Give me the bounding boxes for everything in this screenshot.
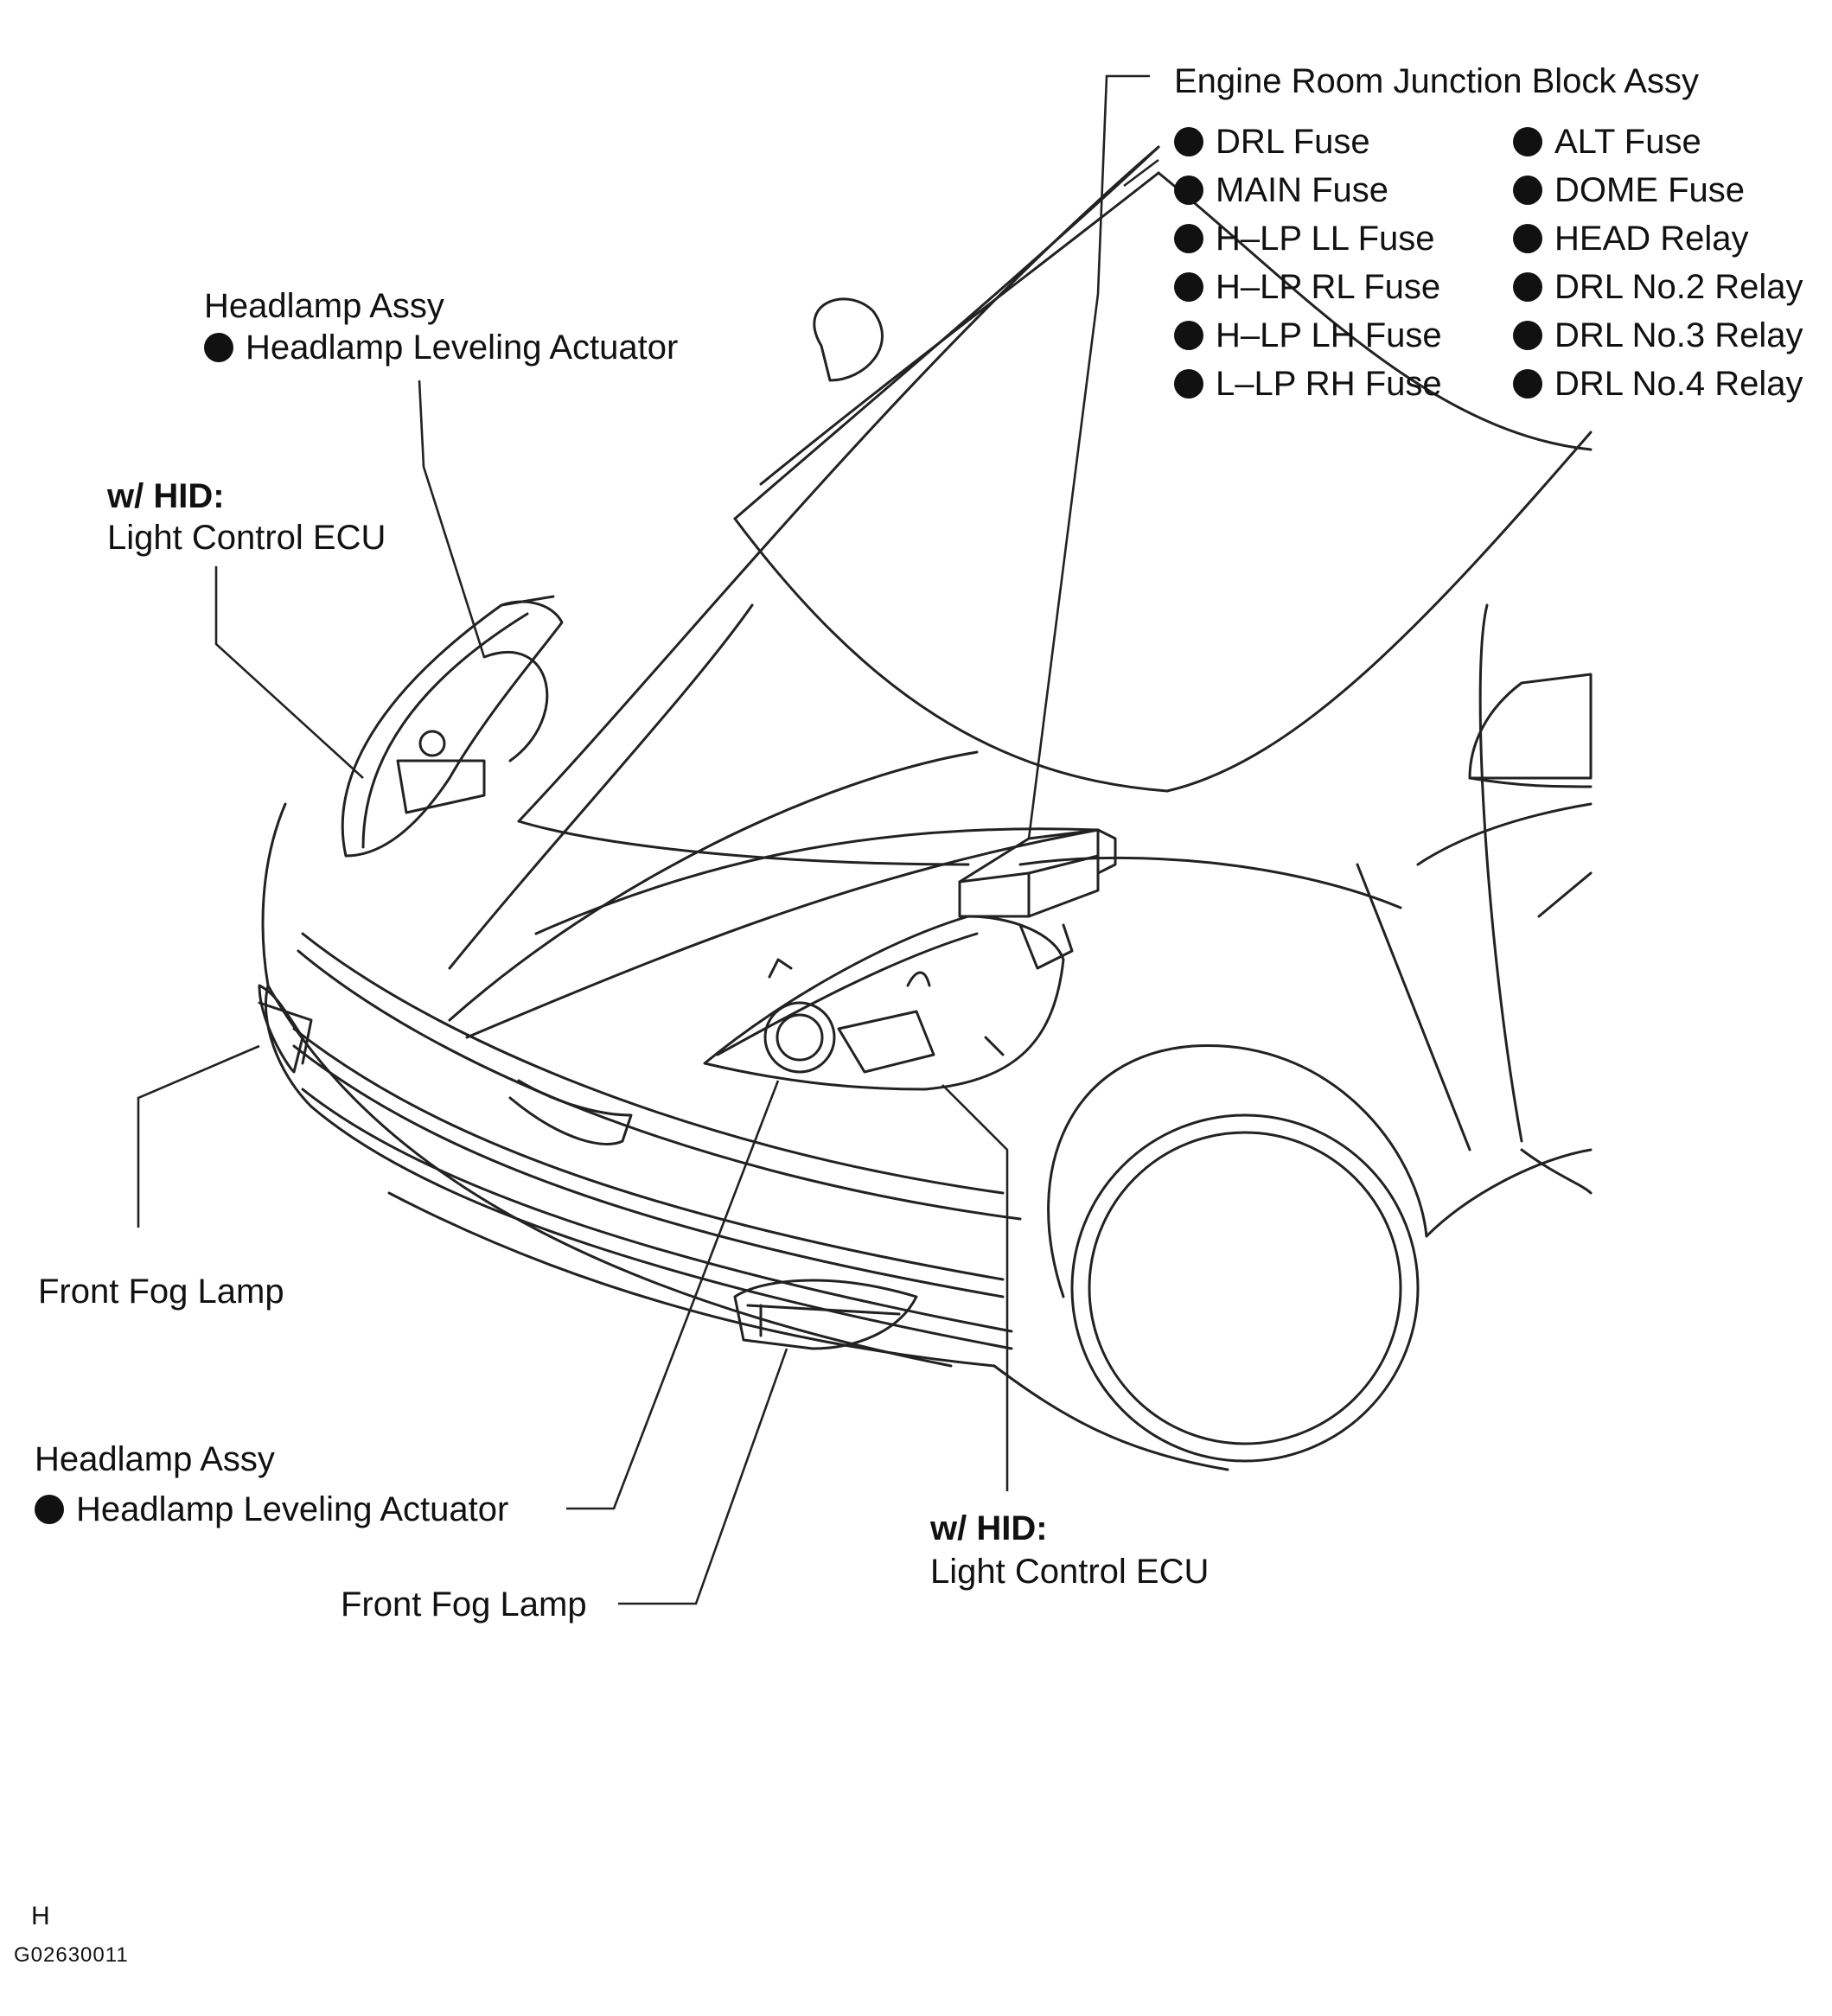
junction-block-item: HEAD Relay bbox=[1513, 218, 1749, 259]
bullet-icon bbox=[1174, 175, 1203, 205]
ecu-lower-prefix: w/ HID: bbox=[930, 1509, 1048, 1547]
leader-lines bbox=[137, 74, 1159, 1605]
headlamp-lower-item: Headlamp Leveling Actuator bbox=[35, 1489, 508, 1530]
fog-lamp-right-label: Front Fog Lamp bbox=[341, 1585, 587, 1624]
bullet-icon bbox=[1513, 272, 1542, 302]
ecu-lower-name: Light Control ECU bbox=[930, 1553, 1210, 1591]
component-illustrations bbox=[258, 595, 1117, 1350]
ecu-upper-name: Light Control ECU bbox=[107, 519, 386, 557]
junction-block-item: L–LP RH Fuse bbox=[1174, 363, 1442, 405]
bullet-icon bbox=[1174, 369, 1203, 399]
bullet-icon bbox=[1174, 224, 1203, 253]
junction-block-item: DRL No.3 Relay bbox=[1513, 315, 1803, 356]
bullet-icon bbox=[1513, 175, 1542, 205]
fog-lamp-left-label: Front Fog Lamp bbox=[38, 1273, 284, 1311]
ecu-upper-prefix: w/ HID: bbox=[107, 477, 225, 515]
bullet-icon bbox=[1513, 369, 1542, 399]
bullet-icon bbox=[35, 1495, 64, 1524]
junction-block-item: DRL Fuse bbox=[1174, 121, 1370, 163]
headlamp-upper-item: Headlamp Leveling Actuator bbox=[204, 327, 678, 368]
bullet-icon bbox=[1174, 272, 1203, 302]
bullet-icon bbox=[1174, 321, 1203, 350]
junction-block-item: DOME Fuse bbox=[1513, 169, 1745, 211]
vehicle-body-outline bbox=[261, 145, 1593, 1471]
headlamp-lower-title: Headlamp Assy bbox=[35, 1440, 275, 1478]
section-letter: H bbox=[31, 1902, 50, 1930]
junction-block-item: ALT Fuse bbox=[1513, 121, 1701, 163]
bullet-icon bbox=[204, 333, 233, 362]
junction-block-item: DRL No.2 Relay bbox=[1513, 266, 1803, 308]
bullet-icon bbox=[1174, 127, 1203, 156]
bullet-icon bbox=[1513, 224, 1542, 253]
junction-block-title: Engine Room Junction Block Assy bbox=[1174, 62, 1699, 100]
figure-code: G02630011 bbox=[14, 1943, 129, 1967]
bullet-icon bbox=[1513, 321, 1542, 350]
junction-block-item: H–LP LL Fuse bbox=[1174, 218, 1435, 259]
junction-block-item: H–LP RL Fuse bbox=[1174, 266, 1440, 308]
headlamp-upper-title: Headlamp Assy bbox=[204, 287, 444, 325]
junction-block-item: MAIN Fuse bbox=[1174, 169, 1388, 211]
junction-block-item: H–LP LH Fuse bbox=[1174, 315, 1442, 356]
bullet-icon bbox=[1513, 127, 1542, 156]
junction-block-item: DRL No.4 Relay bbox=[1513, 363, 1803, 405]
